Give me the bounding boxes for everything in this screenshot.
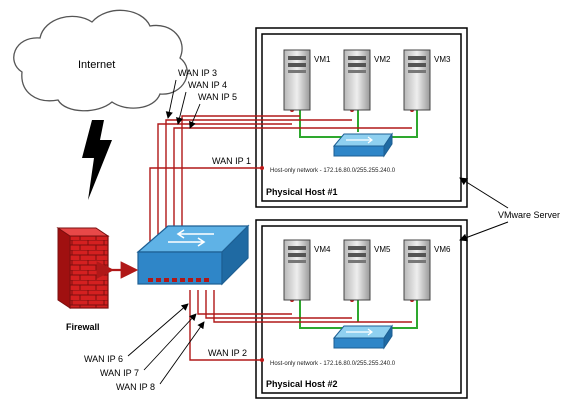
wan-ip-3-pointer (165, 79, 177, 119)
vmware-pointer-host-2 (459, 221, 509, 242)
server-vm1: VM1 (283, 49, 331, 111)
wan-ip-5-pointer (189, 103, 201, 129)
server-vm6: VM6 (403, 239, 451, 301)
wan-ip-3-label: WAN IP 3 (178, 68, 217, 78)
host-2-network-label: Host-only network - 172.16.80.0/255.255.… (270, 361, 396, 367)
internet-label: Internet (78, 59, 115, 71)
vm2-label: VM2 (374, 55, 391, 64)
wan-links-host-2 (189, 290, 412, 361)
vmware-server-label: VMware Server (498, 210, 560, 220)
wan-ip-8-pointer (159, 321, 205, 385)
server-vm2: VM2 (343, 49, 391, 111)
server-vm4: VM4 (283, 239, 331, 301)
internet-cloud: Internet (13, 9, 188, 112)
vmware-pointer-host-1 (459, 177, 509, 209)
lightning-bolt-icon (82, 120, 112, 200)
vm6-label: VM6 (434, 245, 451, 254)
vm4-label: VM4 (314, 245, 331, 254)
firewall-icon: Firewall (56, 227, 110, 332)
server-vm5: VM5 (343, 239, 391, 301)
wan-ip-5-label: WAN IP 5 (198, 92, 237, 102)
server-vm3: VM3 (403, 49, 451, 111)
wan-ip-8-label: WAN IP 8 (116, 382, 155, 392)
wan-ip-4-pointer (176, 91, 187, 125)
host-1-switch (332, 132, 393, 158)
wan-switch (136, 224, 250, 286)
wan-ip-2-label: WAN IP 2 (208, 348, 247, 358)
vm5-label: VM5 (374, 245, 391, 254)
wan-ip-6-pointer (127, 303, 189, 357)
firewall-label: Firewall (66, 322, 100, 332)
host-1-network-label: Host-only network - 172.16.80.0/255.255.… (270, 168, 396, 174)
wan-ip-7-pointer (143, 313, 197, 371)
vm1-label: VM1 (314, 55, 331, 64)
wan-ip-7-label: WAN IP 7 (100, 368, 139, 378)
wan-ip-6-label: WAN IP 6 (84, 354, 123, 364)
host-2-switch (332, 324, 393, 350)
host-2-title: Physical Host #2 (266, 379, 338, 389)
vm3-label: VM3 (434, 55, 451, 64)
wan-ip-4-label: WAN IP 4 (188, 80, 227, 90)
wan-ip-1-label: WAN IP 1 (212, 156, 251, 166)
host-1-title: Physical Host #1 (266, 187, 338, 197)
